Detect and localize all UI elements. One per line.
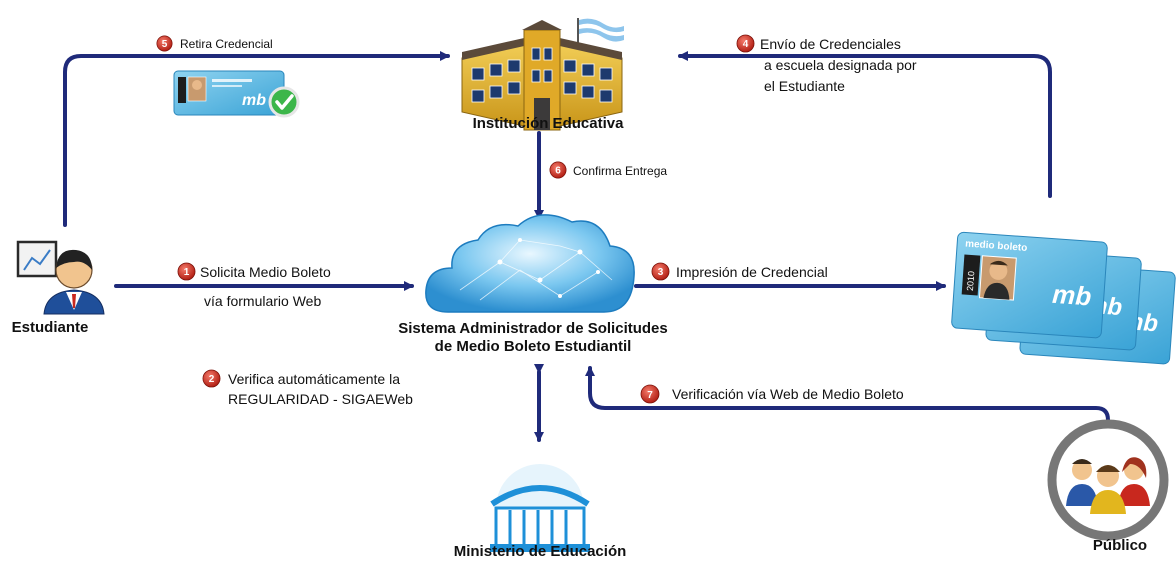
arrow-retira-credencial (63, 51, 450, 227)
small-credential-card: mb (173, 70, 285, 116)
building-icon (461, 18, 624, 131)
student-icon (16, 240, 105, 315)
step-7: 7 Verificación vía Web de Medio Boleto (640, 384, 904, 404)
step-1: 1 Solicita Medio Boleto vía formulario W… (177, 262, 331, 309)
step-5: 5 Retira Credencial (156, 35, 273, 52)
step-1-text-line2: vía formulario Web (204, 293, 321, 309)
step-number-6: 6 (555, 166, 561, 177)
step-2-text-line2: REGULARIDAD - SIGAEWeb (228, 391, 413, 407)
checkmark-icon (268, 86, 300, 118)
node-estudiante-label: Estudiante (12, 319, 89, 336)
step-7-text: Verificación vía Web de Medio Boleto (672, 386, 904, 402)
step-6: 6 Confirma Entrega (549, 161, 667, 179)
step-number-1: 1 (184, 267, 190, 278)
step-number-3: 3 (658, 267, 664, 278)
step-3-text: Impresión de Credencial (676, 264, 828, 280)
arrows (63, 51, 1110, 442)
step-3: 3 Impresión de Credencial (651, 262, 828, 281)
small-card-logo: mb (242, 92, 266, 109)
card-logo-1: mb (1051, 279, 1092, 312)
step-number-2: 2 (209, 374, 215, 385)
node-publico-label: Público (1093, 537, 1147, 554)
step-4-text-line2: a escuela designada por (764, 57, 917, 73)
cloud-icon (425, 214, 635, 313)
ministry-icon (490, 464, 590, 552)
node-institucion-label: Institución Educativa (473, 115, 625, 132)
step-1-text-line1: Solicita Medio Boleto (200, 264, 331, 280)
card-brand: medio boleto (965, 239, 1028, 254)
public-icon (1047, 419, 1169, 541)
node-sistema-label-line1: Sistema Administrador de Solicitudes (398, 320, 668, 337)
arrow-envio-credenciales (678, 51, 1052, 198)
credential-cards-stack: mb mb medio boleto 2010 mb (951, 231, 1176, 365)
step-4: 4 Envío de Credenciales a escuela design… (736, 34, 917, 94)
step-number-5: 5 (162, 39, 168, 50)
card-year: 2010 (965, 271, 976, 292)
step-5-text: Retira Credencial (180, 37, 273, 51)
step-4-text-line3: el Estudiante (764, 78, 845, 94)
arrow-verificacion-publico (585, 366, 1110, 430)
step-2: 2 Verifica automáticamente la REGULARIDA… (202, 369, 413, 407)
step-number-4: 4 (743, 39, 749, 50)
step-2-text-line1: Verifica automáticamente la (228, 371, 400, 387)
node-ministerio-label: Ministerio de Educación (454, 543, 627, 560)
step-4-text-line1: Envío de Credenciales (760, 36, 901, 52)
step-number-7: 7 (647, 390, 653, 401)
step-6-text: Confirma Entrega (573, 164, 667, 178)
node-sistema-label-line2: de Medio Boleto Estudiantil (435, 338, 632, 355)
